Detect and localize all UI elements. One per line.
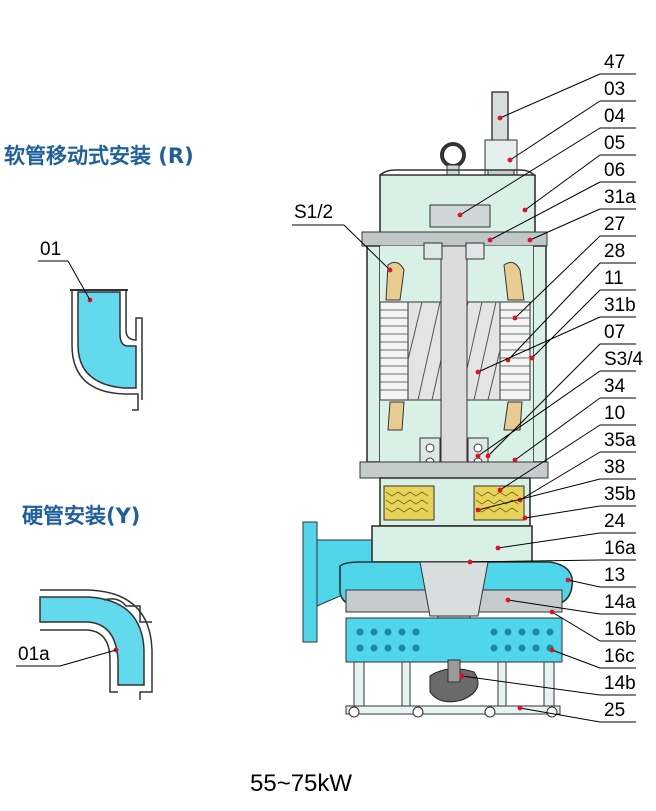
part-label: 25 <box>517 700 636 723</box>
svg-text:25: 25 <box>604 700 625 721</box>
hard-elbow-fitting <box>39 589 153 700</box>
label-01a: 01a <box>16 644 117 667</box>
part-label: 16b <box>549 609 636 642</box>
part-label: 16c <box>549 646 636 669</box>
svg-text:01: 01 <box>40 239 61 260</box>
part-label: 06 <box>487 160 636 243</box>
label-s1-2: S1/2 <box>292 202 393 273</box>
svg-text:31b: 31b <box>604 295 636 316</box>
svg-text:S3/4: S3/4 <box>604 349 644 370</box>
part-label: 14a <box>505 592 636 615</box>
svg-text:05: 05 <box>604 133 625 154</box>
svg-text:10: 10 <box>604 403 625 424</box>
svg-text:28: 28 <box>604 241 625 262</box>
part-label: 28 <box>505 241 636 363</box>
svg-text:24: 24 <box>604 511 626 532</box>
part-label: 05 <box>522 133 636 213</box>
part-label: 04 <box>457 106 636 218</box>
svg-text:27: 27 <box>604 214 625 235</box>
part-label: 31a <box>527 187 636 243</box>
svg-text:04: 04 <box>604 106 626 127</box>
svg-text:03: 03 <box>604 79 625 100</box>
part-label: 35b <box>522 484 636 521</box>
part-label: 47 <box>497 52 636 121</box>
part-label: 38 <box>475 457 636 513</box>
part-label: 31b <box>475 295 636 375</box>
svg-text:S1/2: S1/2 <box>294 202 333 223</box>
svg-text:06: 06 <box>604 160 625 181</box>
svg-text:34: 34 <box>604 376 626 397</box>
svg-text:11: 11 <box>604 268 624 289</box>
svg-text:35a: 35a <box>604 430 636 451</box>
svg-text:16a: 16a <box>604 538 636 559</box>
pump-cross-section <box>302 91 574 718</box>
hose-elbow-fitting <box>70 289 143 411</box>
part-label: 24 <box>495 511 636 551</box>
svg-text:13: 13 <box>604 565 625 586</box>
part-label: 34 <box>512 376 636 463</box>
label-01: 01 <box>38 239 91 301</box>
hard-pipe-install-title: 硬管安装(Y) <box>22 504 140 528</box>
svg-text:01a: 01a <box>18 644 50 665</box>
hose-install-title: 软管移动式安装 (R) <box>4 144 194 168</box>
part-label: 11 <box>529 268 636 361</box>
svg-text:31a: 31a <box>604 187 636 208</box>
part-label: 35a <box>517 430 636 503</box>
part-label: S3/4 <box>475 349 644 459</box>
svg-text:38: 38 <box>604 457 625 478</box>
part-label: 14b <box>459 673 636 696</box>
svg-text:16c: 16c <box>604 646 635 667</box>
part-label: 03 <box>507 79 636 163</box>
part-label: 27 <box>512 214 636 321</box>
svg-text:47: 47 <box>604 52 625 73</box>
part-label: 16a <box>467 538 636 565</box>
svg-text:14b: 14b <box>604 673 636 694</box>
part-label: 10 <box>497 403 636 493</box>
part-label: 13 <box>565 565 636 588</box>
power-range-label: 55~75kW <box>250 770 352 797</box>
part-label: 07 <box>485 322 636 459</box>
svg-text:16b: 16b <box>604 619 636 640</box>
svg-text:07: 07 <box>604 322 625 343</box>
svg-text:14a: 14a <box>604 592 636 613</box>
svg-text:35b: 35b <box>604 484 636 505</box>
